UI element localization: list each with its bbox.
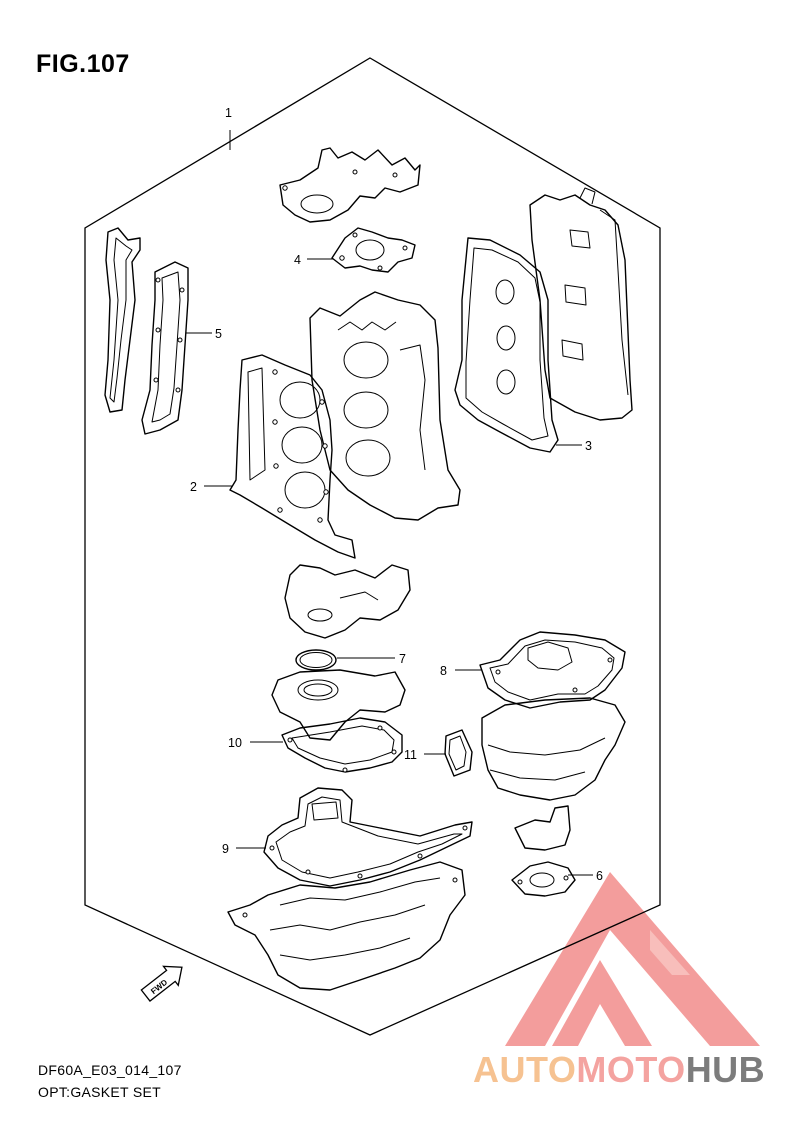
- callout-11: 11: [404, 748, 417, 762]
- timing-cover-gasket: [279, 147, 421, 223]
- callout-10: 10: [228, 736, 242, 750]
- oil-pan-gasket-8: [479, 631, 626, 709]
- head-cover-gasket-3: [454, 237, 559, 453]
- cylinder-block: [309, 291, 461, 521]
- callout-4: 4: [294, 253, 301, 267]
- diagram-caption: OPT:GASKET SET: [38, 1084, 161, 1100]
- callout-6: 6: [596, 869, 603, 883]
- head-gasket-2: [229, 354, 356, 559]
- callout-2: 2: [190, 480, 197, 494]
- watermark-auto: AUTO: [473, 1049, 577, 1090]
- cylinder-head-cover: [529, 187, 633, 421]
- gasket-4: [331, 227, 416, 273]
- callout-1: 1: [225, 106, 232, 120]
- oil-pump-housing: [284, 564, 411, 639]
- o-ring-7: [295, 649, 337, 671]
- callout-7: 7: [399, 652, 406, 666]
- callout-8: 8: [440, 664, 447, 678]
- callout-9: 9: [222, 842, 229, 856]
- exhaust-cover-gasket-9: [263, 787, 473, 887]
- gasket-11: [444, 729, 473, 777]
- gasket-6: [511, 861, 576, 897]
- figure-title: FIG.107: [36, 50, 130, 78]
- watermark-moto: MOTO: [576, 1049, 686, 1090]
- watermark-logo-mark: [505, 872, 760, 1046]
- fwd-arrow-icon: FWD: [140, 965, 183, 1002]
- engine-holder-plate: [271, 669, 406, 741]
- kit-outline: [84, 57, 661, 1036]
- watermark-hub: HUB: [685, 1049, 766, 1090]
- side-cover-gaskets-5: [104, 227, 189, 435]
- oil-strainer: [514, 805, 571, 851]
- gasket-10: [281, 717, 403, 773]
- callout-5: 5: [215, 327, 222, 341]
- oil-pan: [481, 697, 626, 801]
- watermark-brand-text: AUTOMOTOHUB: [473, 1049, 765, 1091]
- diagram-code: DF60A_E03_014_107: [38, 1062, 182, 1078]
- lower-crankcase: [227, 861, 466, 991]
- callout-3: 3: [585, 439, 592, 453]
